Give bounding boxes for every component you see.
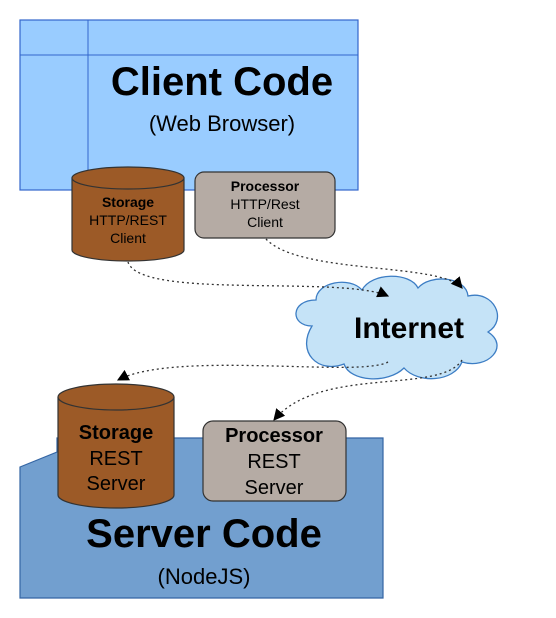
server-processor-shape: [202, 420, 347, 502]
connector-internet-to-server-processor: [273, 359, 463, 421]
client-storage-line2: Client: [110, 230, 146, 246]
cloud-shape: [295, 275, 499, 380]
server-storage-body: [57, 397, 175, 509]
client-processor-title: Processor: [231, 178, 300, 194]
server-processor-line2: Server: [245, 477, 304, 499]
server-storage-top: [57, 383, 175, 411]
server-storage-title: Storage: [79, 422, 153, 444]
client-processor-box: Processor HTTP/Rest Client: [194, 171, 336, 239]
client-storage-cylinder: Storage HTTP/REST Client: [71, 166, 185, 262]
server-storage-line2: Server: [87, 473, 146, 495]
internet-label: Internet: [354, 312, 464, 345]
client-processor-line1: HTTP/Rest: [230, 196, 299, 212]
server-storage-cylinder: Storage REST Server: [57, 383, 175, 509]
connector-client-storage-to-internet: [127, 261, 390, 298]
client-code-box: Client Code (Web Browser): [19, 19, 359, 191]
server-storage-line1: REST: [89, 448, 142, 470]
connector-client-processor-to-internet: [265, 238, 463, 289]
server-code-subtitle: (NodeJS): [158, 564, 251, 589]
client-storage-title: Storage: [102, 194, 154, 210]
client-box-shape: [19, 19, 359, 191]
server-code-title: Server Code: [86, 512, 322, 556]
client-code-title: Client Code: [111, 60, 333, 104]
client-storage-line1: HTTP/REST: [89, 212, 167, 228]
server-processor-box: Processor REST Server: [202, 420, 347, 502]
client-code-subtitle: (Web Browser): [149, 111, 295, 136]
client-processor-shape: [194, 171, 336, 239]
client-storage-body: [71, 178, 185, 262]
server-processor-line1: REST: [247, 451, 300, 473]
client-storage-top: [71, 166, 185, 190]
internet-cloud: Internet: [295, 275, 499, 380]
client-processor-line2: Client: [247, 214, 283, 230]
server-processor-title: Processor: [225, 425, 323, 447]
